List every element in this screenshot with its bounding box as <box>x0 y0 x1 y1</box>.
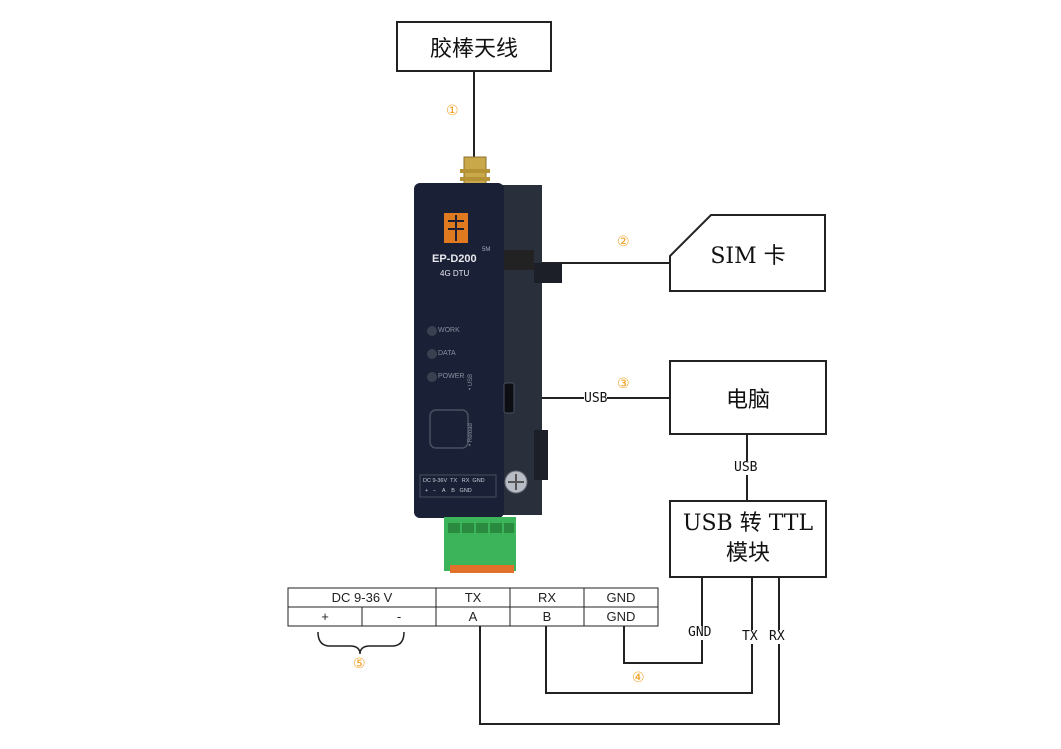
table-cell-plus: + <box>321 609 329 624</box>
table-cell-b: B <box>542 609 552 624</box>
device-front <box>414 183 504 518</box>
tx-wire-label: TX <box>742 629 758 644</box>
dtu-device <box>414 156 562 573</box>
led-work <box>427 326 437 336</box>
table-cell-minus: - <box>396 609 402 624</box>
led-power-label: POWER <box>438 373 465 380</box>
marker-3: ③ <box>617 376 630 392</box>
reload-button <box>429 409 469 449</box>
led-data <box>427 349 437 359</box>
marker-2: ② <box>617 234 630 250</box>
device-subtitle: 4G DTU <box>440 269 470 278</box>
gnd-wire-label: GND <box>688 625 712 640</box>
usb-port <box>503 382 515 414</box>
a-to-rx-wire <box>479 578 780 725</box>
marker-4: ④ <box>632 670 645 686</box>
usb-ttl-line1: USB 转 TTL <box>682 511 814 536</box>
marker-1: ① <box>446 103 459 119</box>
side-usb-label: • USB <box>468 373 474 390</box>
usb-ttl-line2: 模块 <box>725 541 770 566</box>
table-cell-gnd: GND <box>606 609 636 624</box>
table-header-rx: RX <box>537 590 557 605</box>
sim-card-outline <box>669 214 826 292</box>
power-brace <box>317 631 405 655</box>
terminal-bottom-label: + − A B GND <box>425 488 472 494</box>
antenna-box: 胶棒天线 <box>396 21 552 72</box>
terminal-top-label: DC 9-36V TX RX GND <box>423 478 485 484</box>
rx-wire-label: RX <box>769 629 785 644</box>
led-work-label: WORK <box>438 327 460 334</box>
table-cell-a: A <box>468 609 478 624</box>
device-model: EP-D200 <box>432 253 477 265</box>
usb-ttl-module-box: USB 转 TTL 模块 <box>669 500 827 578</box>
led-data-label: DATA <box>438 350 456 357</box>
usb-label-pc-module: USB <box>734 460 758 475</box>
pc-box: 电脑 <box>669 360 827 435</box>
side-reload-label: • Reload <box>468 423 474 446</box>
gnd-wire <box>623 578 703 664</box>
table-header-gnd: GND <box>606 590 636 605</box>
device-badge: 5M <box>482 247 491 253</box>
led-power <box>427 372 437 382</box>
sim-card-box: SIM 卡 <box>710 243 786 269</box>
usb-label-device-pc: USB <box>584 391 608 406</box>
table-header-power: DC 9-36 V <box>331 590 393 605</box>
marker-5: ⑤ <box>353 656 366 672</box>
table-header-tx: TX <box>464 590 482 605</box>
